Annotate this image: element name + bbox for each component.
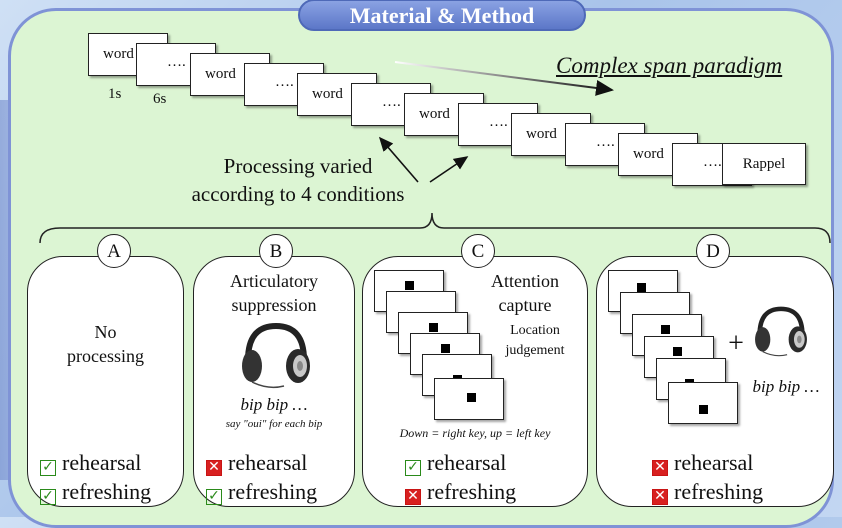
condition-c-line1: Attention [491, 271, 559, 291]
stimulus-square [441, 344, 450, 353]
condition-b-rehearsal: ✕rehearsal [206, 450, 307, 476]
time-label-6s: 6s [153, 91, 167, 107]
stimulus-square [405, 281, 414, 290]
stimulus-card [434, 378, 504, 420]
condition-c-refreshing: ✕refreshing [405, 479, 516, 505]
check-icon: ✓ [40, 489, 56, 505]
cross-icon: ✕ [652, 460, 668, 476]
processing-caption: Processing varied according to 4 conditi… [191, 154, 405, 206]
condition-c-sub2: judgement [505, 343, 565, 358]
headphones-icon [755, 306, 807, 357]
condition-b-refreshing: ✓refreshing [206, 479, 317, 505]
condition-c-rehearsal: ✓rehearsal [405, 450, 506, 476]
paradigm-label: Complex span paradigm [556, 53, 783, 78]
condition-b-letter: B [259, 234, 293, 268]
check-icon: ✓ [40, 460, 56, 476]
check-icon: ✓ [206, 489, 222, 505]
stimulus-square [637, 283, 646, 292]
check-icon: ✓ [405, 460, 421, 476]
stimulus-square [429, 323, 438, 332]
condition-d-sound: bip bip … [752, 377, 820, 396]
condition-b-line1: Articulatory [230, 271, 318, 291]
condition-c-instruction: Down = right key, up = left key [399, 426, 551, 440]
seq-card-recall: Rappel [722, 143, 806, 185]
stimulus-square [699, 405, 708, 414]
condition-b-instruction: say "oui" for each bip [225, 418, 323, 430]
stimulus-square [467, 393, 476, 402]
time-label-1s: 1s [108, 86, 122, 102]
condition-d-plus: + [728, 328, 744, 359]
section-title: Material & Method [298, 0, 586, 31]
stimulus-square [661, 325, 670, 334]
headphones-icon [242, 322, 310, 389]
condition-a-refreshing: ✓refreshing [40, 479, 151, 505]
condition-a-box [27, 256, 184, 507]
condition-b-line2: suppression [231, 295, 317, 315]
condition-c-sub1: Location [510, 323, 560, 338]
condition-d-refreshing: ✕refreshing [652, 479, 763, 505]
condition-a-line1: No [94, 322, 117, 342]
cross-icon: ✕ [652, 489, 668, 505]
condition-d-rehearsal: ✕rehearsal [652, 450, 753, 476]
cross-icon: ✕ [206, 460, 222, 476]
stimulus-card [668, 382, 738, 424]
condition-a-rehearsal: ✓rehearsal [40, 450, 141, 476]
condition-d-letter: D [696, 234, 730, 268]
condition-b-sound: bip bip … [240, 395, 308, 414]
condition-a-line2: processing [67, 346, 144, 366]
condition-c-letter: C [461, 234, 495, 268]
stimulus-square [673, 347, 682, 356]
condition-c-line2: capture [498, 295, 552, 315]
condition-a-letter: A [97, 234, 131, 268]
cross-icon: ✕ [405, 489, 421, 505]
